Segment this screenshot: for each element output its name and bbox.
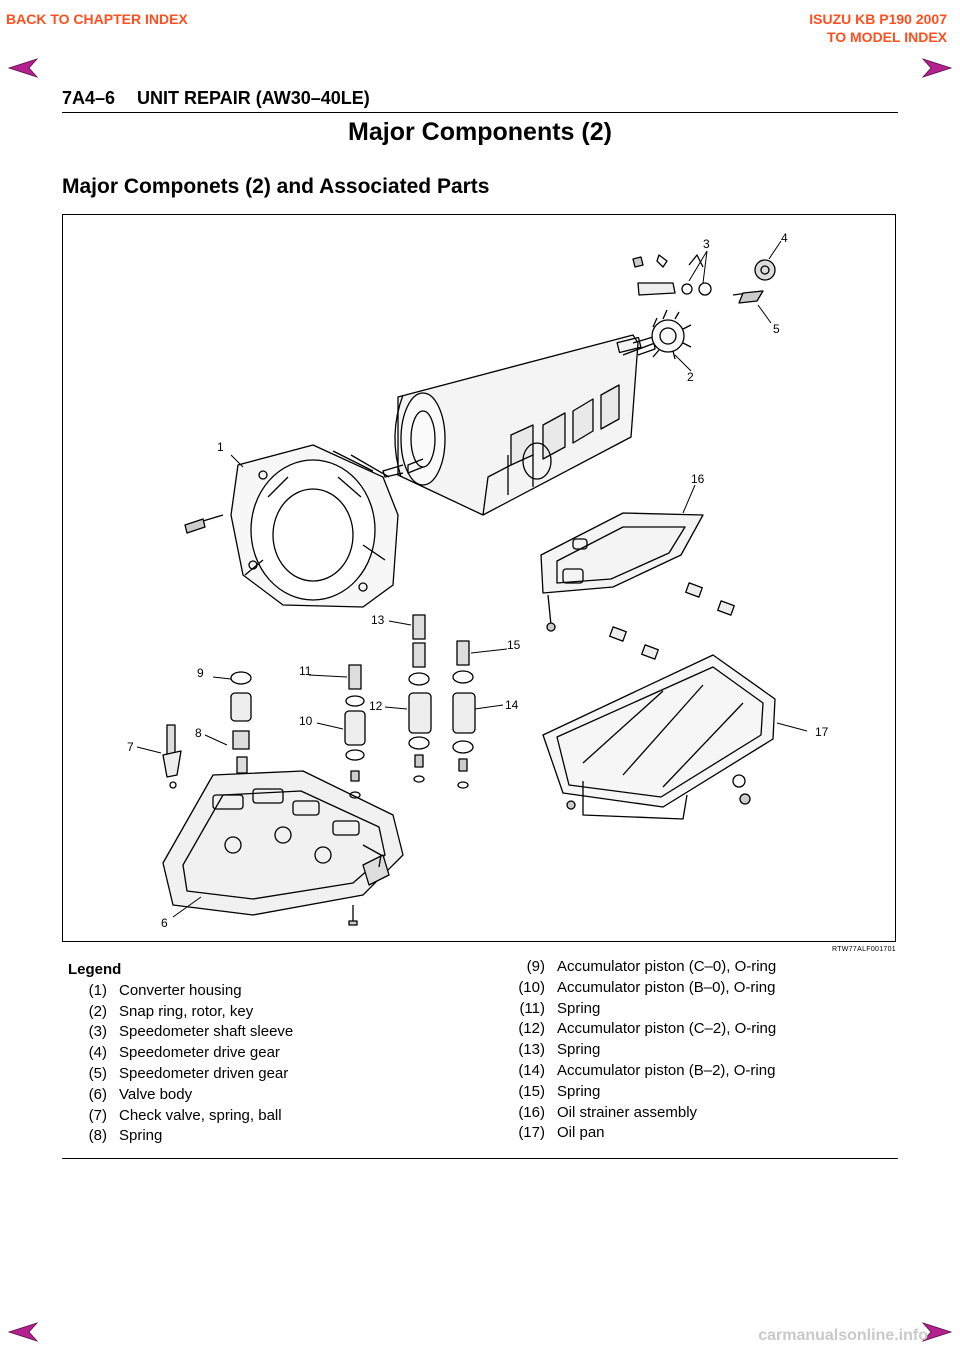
arrow-right-icon[interactable] <box>922 58 952 78</box>
section-title: UNIT REPAIR (AW30–40LE) <box>137 88 370 108</box>
converter-housing-drawing <box>184 444 399 608</box>
callout-5: 5 <box>773 322 780 336</box>
legend-item: (3) Speedometer shaft sleeve <box>68 1022 294 1043</box>
legend-text: Accumulator piston (B–2), O-ring <box>557 1061 776 1079</box>
legend-text: Oil strainer assembly <box>557 1103 698 1121</box>
legend-number: (9) <box>526 958 545 975</box>
callout-16: 16 <box>691 472 705 486</box>
header-divider <box>62 112 898 113</box>
legend-item: (9) Accumulator piston (C–0), O-ring <box>505 957 777 978</box>
legend-text: Spring <box>557 999 601 1017</box>
legend-text: Accumulator piston (B–0), O-ring <box>557 978 776 996</box>
legend-text: Converter housing <box>119 981 242 999</box>
watermark: carmanualsonline.info <box>758 1327 928 1344</box>
legend-text: Check valve, spring, ball <box>119 1106 282 1124</box>
oil-strainer-drawing <box>540 512 704 632</box>
legend-number: (7) <box>88 1106 107 1124</box>
speedometer-parts-drawing <box>622 254 776 360</box>
legend-number: (11) <box>519 999 545 1017</box>
legend-number: (4) <box>88 1044 107 1062</box>
legend-item: (11) Spring <box>505 999 776 1020</box>
callout-2: 2 <box>687 370 694 384</box>
legend-left-column: Legend (1) Converter housing (2) Snap ring… <box>68 960 293 1147</box>
legend-item: (1) Converter housing <box>68 981 293 1002</box>
callout-leaders <box>136 240 808 918</box>
legend-number: (2) <box>88 1002 107 1020</box>
legend-item: (12) Accumulator piston (C–2), O-ring <box>505 1019 776 1040</box>
section-code: 7A4–6 <box>62 88 116 108</box>
legend-number: (6) <box>88 1085 107 1103</box>
legend-number: (5) <box>88 1064 107 1082</box>
legend-item: (6) Valve body <box>68 1085 293 1106</box>
legend-number: (15) <box>518 1082 545 1100</box>
transmission-case-drawing <box>382 334 656 516</box>
callout-7: 7 <box>127 740 134 754</box>
callout-12: 12 <box>369 699 383 713</box>
arrow-left-icon[interactable] <box>8 1322 38 1342</box>
callout-13: 13 <box>371 613 385 627</box>
accumulator-parts-drawing <box>162 614 476 799</box>
legend-item: (14) Accumulator piston (B–2), O-ring <box>505 1061 776 1082</box>
legend-text: Spring <box>557 1082 601 1100</box>
legend-text: Speedometer drive gear <box>119 1044 280 1062</box>
legend-number: (10) <box>518 978 545 996</box>
legend-text: Speedometer shaft sleeve <box>119 1023 294 1041</box>
callout-3: 3 <box>703 237 710 251</box>
legend-number: (12) <box>518 1020 545 1038</box>
legend-text: Accumulator piston (C–2), O-ring <box>557 1020 777 1038</box>
legend-item: (15) Spring <box>505 1082 776 1103</box>
legend-item: (8) Spring <box>68 1126 293 1147</box>
callout-9: 9 <box>197 666 204 680</box>
legend-text: Oil pan <box>557 1124 605 1142</box>
legend-heading: Legend <box>68 961 122 978</box>
callout-11: 11 <box>299 664 312 678</box>
legend-item: (7) Check valve, spring, ball <box>68 1106 293 1127</box>
legend-number: (16) <box>518 1103 545 1121</box>
model-title-link[interactable]: ISUZU KB P190 2007 <box>809 11 947 27</box>
sub-title: Major Componets (2) and Associated Parts <box>62 175 490 198</box>
legend-item: (10) Accumulator piston (B–0), O-ring <box>505 978 776 999</box>
to-model-index-link[interactable]: TO MODEL INDEX <box>826 29 947 45</box>
legend-text: Spring <box>557 1041 601 1059</box>
callout-17: 17 <box>815 725 829 739</box>
legend-number: (17) <box>518 1124 545 1142</box>
legend-item: (4) Speedometer drive gear <box>68 1043 293 1064</box>
pan-magnets-drawing <box>609 582 735 660</box>
legend-item: (17) Oil pan <box>505 1123 776 1144</box>
callout-15: 15 <box>507 638 521 652</box>
legend-text: Speedometer driven gear <box>119 1064 289 1082</box>
legend-text: Valve body <box>119 1085 193 1103</box>
page-title: Major Components (2) <box>348 118 612 146</box>
legend-item: (13) Spring <box>505 1040 776 1061</box>
back-to-chapter-index-link[interactable]: BACK TO CHAPTER INDEX <box>6 11 188 27</box>
oil-pan-drawing <box>542 654 776 820</box>
legend-text: Spring <box>119 1127 163 1145</box>
callout-10: 10 <box>299 714 313 728</box>
callout-1: 1 <box>217 440 224 454</box>
legend-number: (14) <box>518 1061 545 1079</box>
legend-text: Accumulator piston (C–0), O-ring <box>557 958 777 975</box>
valve-body-drawing <box>162 770 404 926</box>
legend-number: (3) <box>88 1023 107 1041</box>
legend-item: (16) Oil strainer assembly <box>505 1103 776 1124</box>
callout-6: 6 <box>161 916 168 930</box>
legend-item: (2) Snap ring, rotor, key <box>68 1002 293 1023</box>
legend-text: Snap ring, rotor, key <box>119 1002 254 1020</box>
callout-8: 8 <box>195 726 202 740</box>
arrow-right-icon[interactable] <box>922 1322 952 1342</box>
legend-number: (8) <box>88 1127 107 1145</box>
legend-right-column: (9) Accumulator piston (C–0), O-ring (10)… <box>505 957 776 1144</box>
footer-divider <box>62 1158 898 1159</box>
legend-item: (5) Speedometer driven gear <box>68 1064 293 1085</box>
callout-14: 14 <box>505 698 519 712</box>
arrow-left-icon[interactable] <box>8 58 38 78</box>
exploded-diagram: 1 2 3 4 5 6 7 8 9 10 11 12 13 14 15 16 1… <box>62 214 896 942</box>
section-header: 7A4–6 UNIT REPAIR (AW30–40LE) <box>62 88 370 109</box>
legend-number: (1) <box>88 981 107 999</box>
callout-4: 4 <box>781 231 788 245</box>
callout-labels: 1 2 3 4 5 6 7 8 9 10 11 12 13 14 15 16 1… <box>127 231 829 930</box>
exploded-diagram-drawing: 1 2 3 4 5 6 7 8 9 10 11 12 13 14 15 16 1… <box>127 231 829 930</box>
legend-number: (13) <box>518 1041 545 1059</box>
figure-code: RTW77ALF001701 <box>832 946 896 953</box>
